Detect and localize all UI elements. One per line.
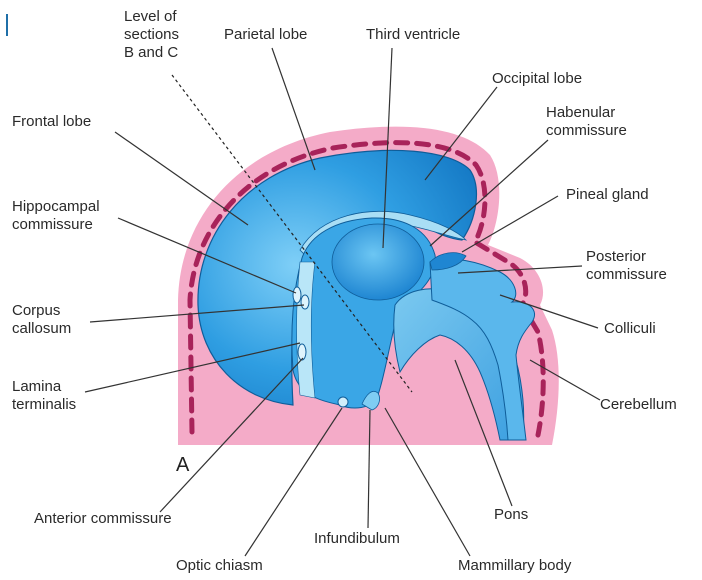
leader-frontal: [115, 132, 248, 225]
label-corpus-line1: Corpus: [12, 302, 71, 320]
label-occipital-lobe: Occipital lobe: [492, 70, 582, 88]
label-parietal-lobe: Parietal lobe: [224, 26, 307, 44]
anterior-commissure-oval: [298, 344, 306, 360]
label-pons: Pons: [494, 506, 528, 524]
label-hippocampal-line1: Hippocampal: [12, 198, 100, 216]
hippocampal-commissure-oval: [293, 287, 301, 303]
label-frontal-lobe: Frontal lobe: [12, 113, 91, 131]
label-level-of-sections: Level of sections B and C: [124, 8, 179, 62]
third-ventricle: [332, 224, 424, 300]
label-habenular-commissure: Habenular commissure: [546, 104, 627, 140]
label-optic-chiasm: Optic chiasm: [176, 557, 263, 575]
label-pineal-gland: Pineal gland: [566, 186, 649, 204]
label-anterior-commissure: Anterior commissure: [34, 510, 172, 528]
label-lamina-terminalis: Lamina terminalis: [12, 378, 76, 414]
corpus-callosum-oval: [301, 295, 309, 309]
label-lamina-line1: Lamina: [12, 378, 76, 396]
label-level-line2: sections: [124, 26, 179, 44]
label-habenular-line1: Habenular: [546, 104, 627, 122]
label-lamina-line2: terminalis: [12, 396, 76, 414]
label-cerebellum: Cerebellum: [600, 396, 677, 414]
label-posterior-commissure: Posterior commissure: [586, 248, 667, 284]
label-posterior-line1: Posterior: [586, 248, 667, 266]
label-level-line3: B and C: [124, 44, 179, 62]
label-level-line1: Level of: [124, 8, 179, 26]
label-mammillary-body: Mammillary body: [458, 557, 571, 575]
optic-chiasm-dot: [338, 397, 348, 407]
label-habenular-line2: commissure: [546, 122, 627, 140]
label-hippocampal-line2: commissure: [12, 216, 100, 234]
label-hippocampal-commissure: Hippocampal commissure: [12, 198, 100, 234]
label-corpus-callosum: Corpus callosum: [12, 302, 71, 338]
label-infundibulum: Infundibulum: [314, 530, 400, 548]
label-colliculi: Colliculi: [604, 320, 656, 338]
label-posterior-line2: commissure: [586, 266, 667, 284]
panel-label: A: [176, 454, 189, 476]
label-third-ventricle: Third ventricle: [366, 26, 460, 44]
label-corpus-line2: callosum: [12, 320, 71, 338]
